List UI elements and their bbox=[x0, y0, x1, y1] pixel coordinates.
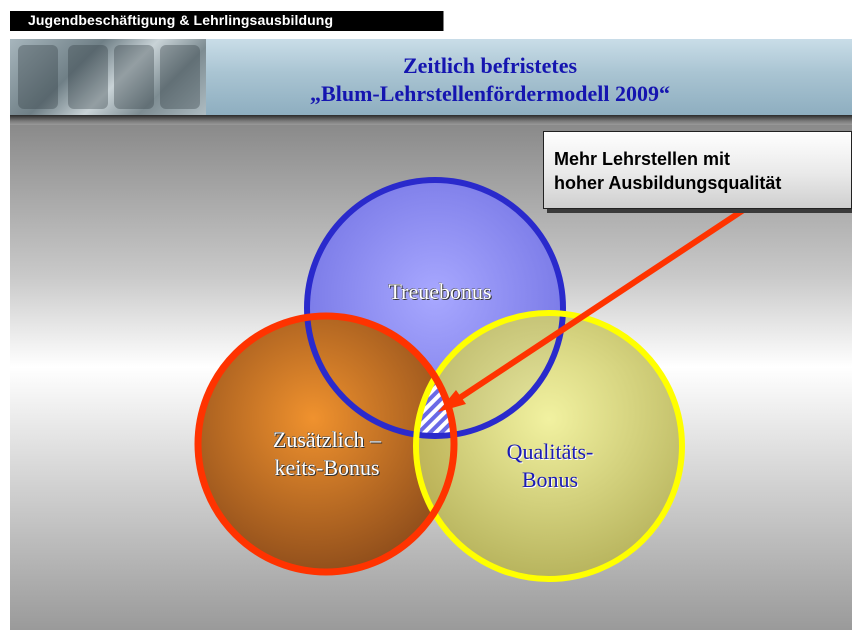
callout-box bbox=[543, 131, 852, 209]
label-treuebonus: Treuebonus bbox=[388, 279, 492, 304]
circle-zusaetzlichkeits-bonus bbox=[198, 316, 454, 572]
callout-line1: Mehr Lehrstellen mit bbox=[554, 149, 731, 169]
slide-title-line2: „Blum-Lehrstellenfördermodell 2009“ bbox=[310, 81, 670, 106]
circle-zusaetzlichkeits-bonus-outline bbox=[194, 312, 458, 576]
slide-title: Zeitlich befristetes „Blum-Lehrstellenfö… bbox=[230, 52, 750, 108]
callout-text: Mehr Lehrstellen mit hoher Ausbildungsqu… bbox=[554, 147, 781, 195]
header-bar bbox=[10, 11, 844, 31]
header-label: Jugendbeschäftigung & Lehrlingsausbildun… bbox=[28, 12, 334, 28]
circle-treuebonus-outline bbox=[304, 177, 566, 439]
label-qualitaets-bonus: Qualitäts- Bonus bbox=[506, 439, 594, 492]
label-zusaetzlichkeits-bonus: Zusätzlich – keits-Bonus bbox=[272, 427, 382, 480]
callout-line2: hoher Ausbildungsqualität bbox=[554, 173, 782, 193]
banner-shadow bbox=[10, 115, 852, 125]
callout-arrow-shaft bbox=[456, 196, 762, 402]
slide-title-line1: Zeitlich befristetes bbox=[402, 53, 578, 78]
header-photo-strip bbox=[10, 39, 206, 115]
callout-arrow-head bbox=[438, 390, 466, 412]
circle-qualitaets-bonus-outline bbox=[413, 310, 685, 582]
